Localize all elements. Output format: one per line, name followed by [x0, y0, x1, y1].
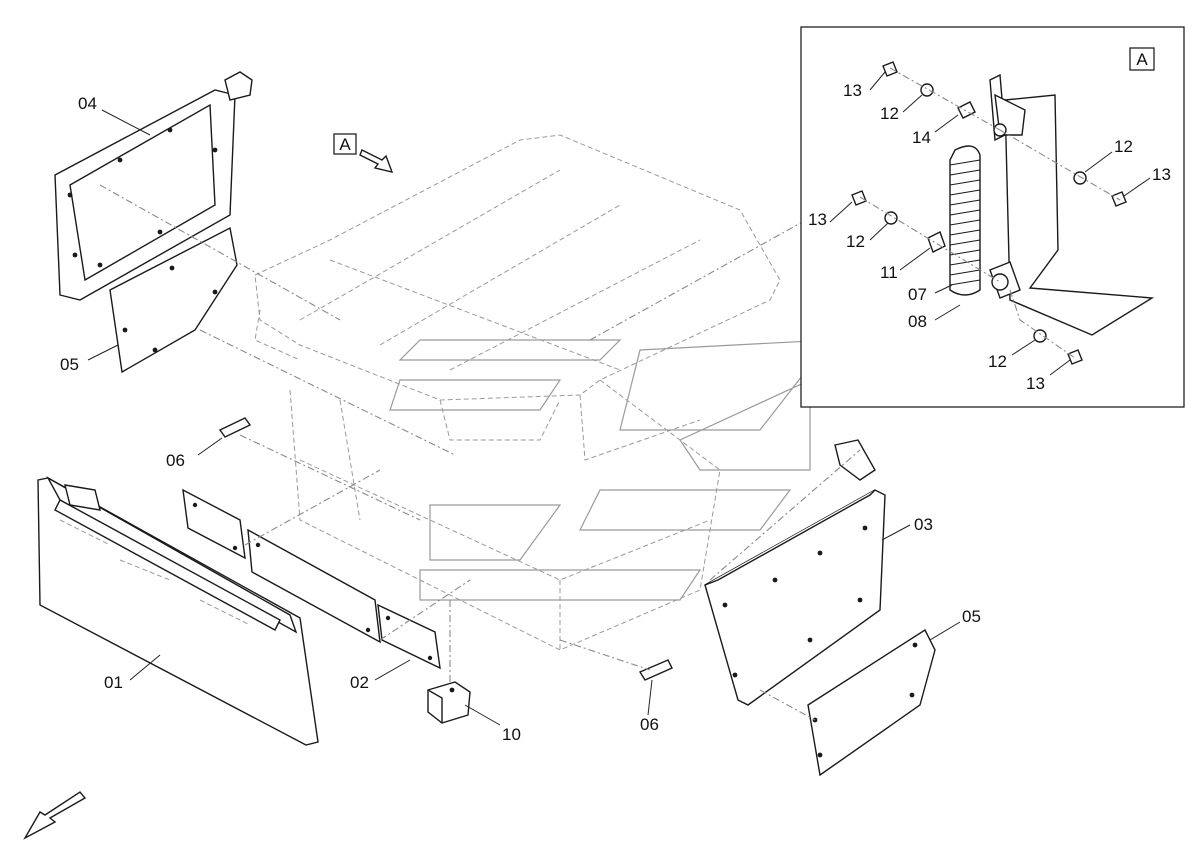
detail-view-label: A — [1136, 50, 1148, 69]
callout-12-c: 12 — [846, 232, 865, 251]
direction-arrow-icon — [23, 791, 87, 840]
callout-12-d: 12 — [988, 352, 1007, 371]
part-02-plates — [182, 488, 441, 670]
part-05-right-panel — [807, 628, 936, 777]
callout-12-b: 12 — [1114, 137, 1133, 156]
callout-12-a: 12 — [880, 104, 899, 123]
part-01-panel — [37, 476, 319, 746]
callout-13-a: 13 — [843, 81, 862, 100]
part-06-left-clip — [218, 417, 252, 438]
callout-04: 04 — [78, 94, 97, 113]
view-arrow-label: A — [339, 135, 351, 154]
assembly-lines — [99, 184, 861, 721]
spring-07 — [949, 145, 981, 296]
callout-06-left: 06 — [166, 451, 185, 470]
part-04-frame — [54, 71, 253, 301]
part-06-right-clip — [638, 659, 673, 681]
callout-05-left: 05 — [60, 355, 79, 374]
callout-05-right: 05 — [962, 607, 981, 626]
watermark-outline — [389, 339, 832, 601]
part-10-block — [427, 681, 471, 724]
callout-10: 10 — [502, 725, 521, 744]
callout-11: 11 — [880, 263, 898, 282]
callout-06-right: 06 — [640, 715, 659, 734]
part-05-left-panel — [109, 226, 238, 374]
callout-13-c: 13 — [808, 210, 827, 229]
part-03-panel — [704, 439, 886, 706]
callout-13-d: 13 — [1026, 374, 1045, 393]
leader-lines — [87, 71, 1151, 726]
callout-13-b: 13 — [1152, 165, 1171, 184]
callout-01: 01 — [104, 673, 123, 692]
callout-08: 08 — [908, 312, 927, 331]
callout-03: 03 — [914, 515, 933, 534]
view-arrow-a: A — [333, 133, 394, 173]
cab-body-phantom — [254, 134, 781, 651]
detail-view-a: A — [800, 26, 1185, 408]
callout-07: 07 — [908, 285, 927, 304]
callout-02: 02 — [350, 673, 369, 692]
callout-14: 14 — [912, 128, 931, 147]
callout-labels: 04 05 06 01 02 10 06 03 05 13 12 14 12 1… — [60, 81, 1171, 744]
